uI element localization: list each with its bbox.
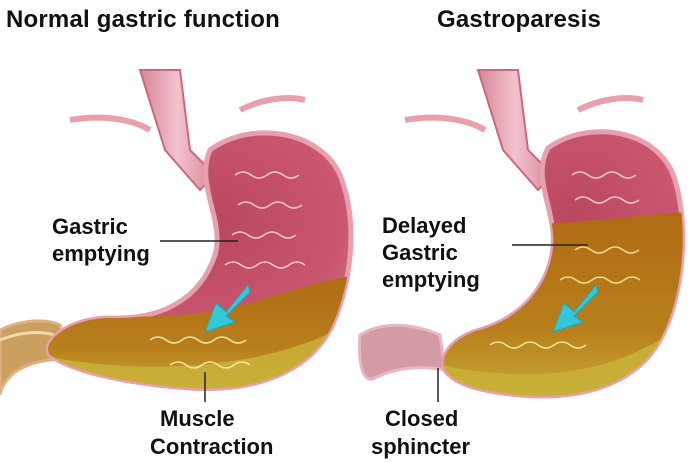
- label-delayed-gastric-emptying-line2: Gastric: [382, 239, 458, 266]
- label-muscle-contraction-line1: Muscle: [160, 405, 235, 432]
- label-gastric-emptying-line2: emptying: [52, 240, 150, 267]
- label-delayed-gastric-emptying-line3: emptying: [382, 266, 480, 293]
- label-muscle-contraction-line2: Contraction: [150, 433, 273, 460]
- label-gastric-emptying-line1: Gastric: [52, 213, 128, 240]
- label-closed-sphincter-line2: sphincter: [371, 433, 470, 460]
- label-delayed-gastric-emptying-line1: Delayed: [382, 212, 466, 239]
- label-closed-sphincter-line1: Closed: [385, 405, 458, 432]
